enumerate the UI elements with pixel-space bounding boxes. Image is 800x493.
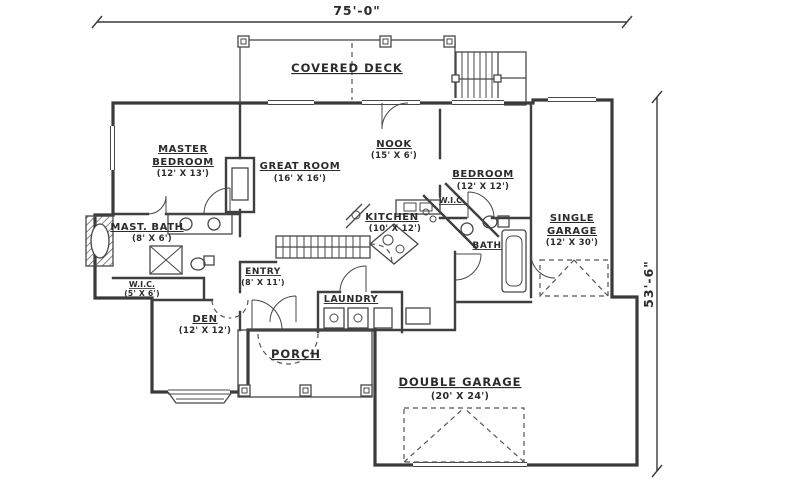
room-label-master-bedroom-2: BEDROOM <box>152 157 214 168</box>
fireplace <box>224 156 256 214</box>
master-door-swing <box>203 187 231 215</box>
bathtub <box>90 223 110 259</box>
hall-door-swing <box>269 295 297 323</box>
room-dims-master-bedroom: (12' X 13') <box>157 169 209 179</box>
deck-posts <box>237 35 456 48</box>
garage-door-opening <box>413 460 527 469</box>
room-label-wic-hall: W.I.C. <box>439 196 465 205</box>
dimension-width: 75'-0" <box>91 3 633 29</box>
room-label-entry: ENTRY <box>245 267 281 277</box>
room-label-porch: PORCH <box>271 347 321 361</box>
bathtub <box>501 229 527 293</box>
room-dims-den: (12' X 12') <box>179 326 231 336</box>
room-dims-bedroom: (12' X 12') <box>457 182 509 192</box>
sink-right <box>207 217 221 231</box>
double-vanity <box>167 213 233 235</box>
washer <box>323 307 345 329</box>
windows <box>108 95 596 469</box>
room-dims-double-garage: (20' X 24') <box>431 391 489 402</box>
double-garage-dashed <box>403 407 525 463</box>
sink <box>460 222 474 236</box>
dimension-width-label: 75'-0" <box>333 3 381 18</box>
basement-stairs <box>275 235 393 265</box>
room-label-laundry: LAUNDRY <box>324 294 379 305</box>
room-label-double-garage: DOUBLE GARAGE <box>398 375 521 389</box>
dimension-height: 53'-6" <box>641 90 663 478</box>
garage-entry-door-swing <box>530 253 556 279</box>
room-dims-mast-bath: (8' X 6') <box>132 234 172 244</box>
room-label-bath: BATH <box>472 241 501 251</box>
toilet-tank <box>497 215 510 228</box>
nook-deck-door-swing <box>381 102 409 130</box>
master-bath-fixtures <box>85 213 233 275</box>
bath-door-swing <box>454 253 482 281</box>
garage-truss-lines <box>403 259 609 463</box>
den-bay-window <box>167 299 249 404</box>
room-label-wic-master: W.I.C. <box>129 280 155 289</box>
room-dims-entry: (8' X 11') <box>241 278 285 287</box>
laundry-fixtures <box>323 307 431 329</box>
interior-walls <box>111 101 533 334</box>
room-label-mast-bath: MAST. BATH <box>110 222 183 233</box>
corner-counter <box>345 203 371 229</box>
room-label-den: DEN <box>192 314 217 325</box>
laundry-door-swing <box>339 265 367 293</box>
dimension-height-label: 53'-6" <box>641 260 656 308</box>
room-label-nook: NOOK <box>376 139 412 150</box>
kitchen-fixtures <box>345 199 441 265</box>
toilet <box>190 257 206 271</box>
den-double-door-swing <box>211 299 249 319</box>
dryer <box>347 307 369 329</box>
room-dims-kitchen: (10' X 12') <box>369 224 421 234</box>
room-labels: COVERED DECK MASTER BEDROOM (12' X 13') … <box>110 61 598 402</box>
bedroom-door-swing <box>467 191 495 219</box>
room-label-master-bedroom-1: MASTER <box>158 144 208 155</box>
room-label-single-garage-2: GARAGE <box>547 226 597 237</box>
shower <box>149 245 183 275</box>
room-label-great-room: GREAT ROOM <box>260 161 341 172</box>
door-swings <box>147 102 556 331</box>
room-label-covered-deck: COVERED DECK <box>291 61 403 75</box>
laundry-sink <box>373 307 393 329</box>
single-garage-dashed <box>539 259 609 297</box>
room-dims-great-room: (16' X 16') <box>274 174 326 184</box>
porch-outline <box>237 329 373 398</box>
stair-landing <box>497 52 526 105</box>
toilet-tank <box>203 255 215 266</box>
master-bath-door-swing <box>147 195 167 215</box>
porch-posts <box>238 384 373 397</box>
sink-left <box>179 217 193 231</box>
island-cooktop <box>368 223 420 265</box>
room-label-single-garage-1: SINGLE <box>550 213 594 224</box>
room-dims-single-garage: (12' X 30') <box>546 238 598 248</box>
room-dims-nook: (15' X 6') <box>371 151 417 161</box>
porch <box>237 329 373 398</box>
counter <box>395 199 441 215</box>
bench <box>405 307 431 325</box>
toilet <box>482 215 498 229</box>
front-door-swing <box>251 299 283 331</box>
room-label-bedroom: BEDROOM <box>452 169 514 180</box>
room-label-kitchen: KITCHEN <box>365 212 418 223</box>
hall-bath-fixtures <box>460 215 527 293</box>
deck-stairs <box>451 51 527 106</box>
screen-door-swing <box>257 333 319 365</box>
wic-fixture <box>422 208 430 216</box>
room-dims-wic-master: (5' X 6') <box>124 289 160 298</box>
